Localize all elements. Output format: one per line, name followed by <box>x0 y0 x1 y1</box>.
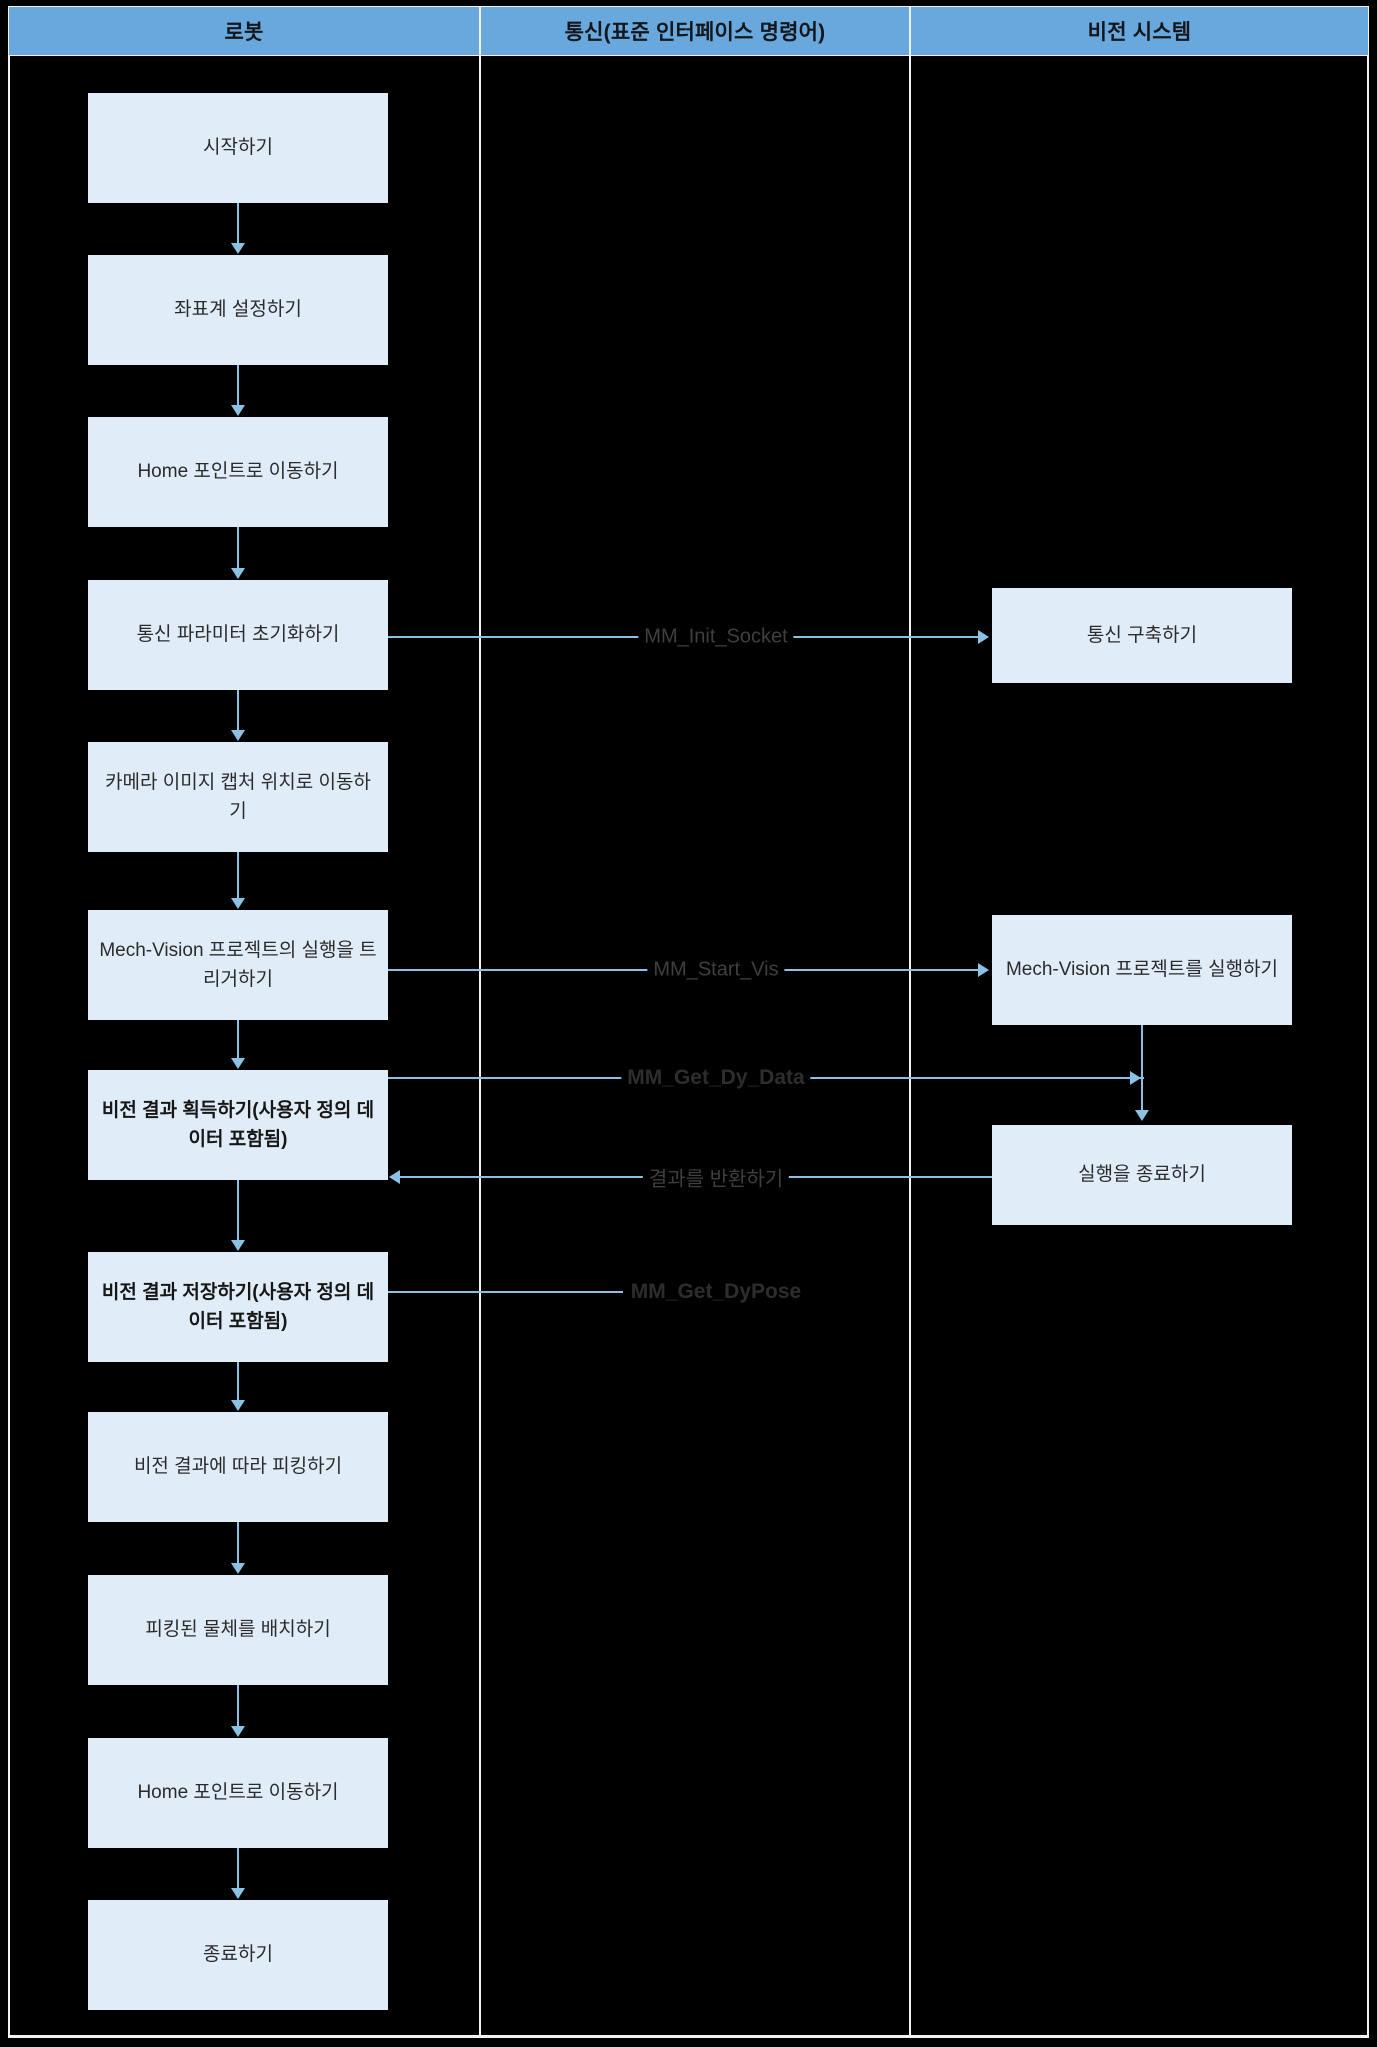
connector-start-to-setframe <box>237 203 239 244</box>
arrowhead-down <box>231 243 245 254</box>
node-end[interactable]: 종료하기 <box>88 1900 388 2010</box>
node-trigger-vision[interactable]: Mech-Vision 프로젝트의 실행을 트리거하기 <box>88 910 388 1020</box>
connector-initcomm-to-capture <box>237 690 239 731</box>
frame-right-edge <box>1367 6 1369 2038</box>
frame-left-edge <box>8 6 10 2038</box>
connector-trigger-to-getresult <box>237 1020 239 1059</box>
connector-runproject-to-finishrun <box>1141 1025 1143 1111</box>
node-save-result[interactable]: 비전 결과 저장하기(사용자 정의 데이터 포함됨) <box>88 1252 388 1362</box>
message-label-get-dy-data: MM_Get_Dy_Data <box>621 1066 811 1090</box>
connector-setframe-to-home1 <box>237 365 239 406</box>
arrowhead-right <box>1130 1071 1141 1085</box>
node-label: Home 포인트로 이동하기 <box>137 461 339 483</box>
message-line-get-dypose <box>388 1291 623 1293</box>
lane-title-vision: 비전 시스템 <box>1087 21 1192 44</box>
node-label: Home 포인트로 이동하기 <box>137 1782 339 1804</box>
arrowhead-right <box>978 963 989 977</box>
message-label-get-dypose: MM_Get_DyPose <box>624 1280 808 1304</box>
connector-saveresult-to-pick <box>237 1362 239 1401</box>
arrowhead-down <box>231 730 245 741</box>
message-label-return-result: 결과를 반환하기 <box>642 1162 790 1192</box>
arrowhead-down <box>231 568 245 579</box>
node-label: 카메라 이미지 캡처 위치로 이동하기 <box>105 771 371 822</box>
connector-capture-to-trigger <box>237 852 239 899</box>
lane-header-robot: 로봇 <box>8 6 480 56</box>
node-label: 종료하기 <box>203 1944 273 1966</box>
message-label-init-socket: MM_Init_Socket <box>638 625 794 649</box>
lane-title-comm: 통신(표준 인터페이스 명령어) <box>564 21 826 44</box>
lane-title-robot: 로봇 <box>224 21 264 44</box>
node-set-frame[interactable]: 좌표계 설정하기 <box>88 255 388 365</box>
node-label: Mech-Vision 프로젝트를 실행하기 <box>1005 959 1279 981</box>
node-label: 시작하기 <box>203 137 273 159</box>
connector-place-to-home2 <box>237 1685 239 1727</box>
node-move-home-2[interactable]: Home 포인트로 이동하기 <box>88 1738 388 1848</box>
node-label: 비전 결과 저장하기(사용자 정의 데이터 포함됨) <box>101 1281 375 1332</box>
node-label: 피킹된 물체를 배치하기 <box>145 1619 331 1641</box>
arrowhead-down <box>1135 1110 1149 1121</box>
node-get-result[interactable]: 비전 결과 획득하기(사용자 정의 데이터 포함됨) <box>88 1070 388 1180</box>
node-label: 비전 결과에 따라 피킹하기 <box>133 1456 343 1478</box>
node-move-capture[interactable]: 카메라 이미지 캡처 위치로 이동하기 <box>88 742 388 852</box>
arrowhead-down <box>231 1240 245 1251</box>
node-label: 비전 결과 획득하기(사용자 정의 데이터 포함됨) <box>101 1099 375 1150</box>
lane-header-vision: 비전 시스템 <box>910 6 1369 56</box>
node-init-comm[interactable]: 통신 파라미터 초기화하기 <box>88 580 388 690</box>
arrowhead-left <box>389 1170 400 1184</box>
node-build-comm[interactable]: 통신 구축하기 <box>992 588 1292 683</box>
node-label: 통신 파라미터 초기화하기 <box>136 624 340 646</box>
frame-bottom-edge <box>8 2035 1369 2038</box>
node-label: Mech-Vision 프로젝트의 실행을 트리거하기 <box>99 939 377 990</box>
connector-home2-to-end <box>237 1848 239 1889</box>
node-move-home-1[interactable]: Home 포인트로 이동하기 <box>88 417 388 527</box>
connector-getresult-to-saveresult <box>237 1180 239 1241</box>
node-start[interactable]: 시작하기 <box>88 93 388 203</box>
connector-pick-to-place <box>237 1522 239 1564</box>
arrowhead-down <box>231 1058 245 1069</box>
node-pick[interactable]: 비전 결과에 따라 피킹하기 <box>88 1412 388 1522</box>
message-label-start-vis: MM_Start_Vis <box>647 958 785 982</box>
lane-header-comm: 통신(표준 인터페이스 명령어) <box>480 6 910 56</box>
node-label: 통신 구축하기 <box>1086 624 1198 646</box>
lane-divider-robot-comm <box>479 56 481 2038</box>
node-run-project[interactable]: Mech-Vision 프로젝트를 실행하기 <box>992 915 1292 1025</box>
connector-home1-to-initcomm <box>237 527 239 569</box>
arrowhead-down <box>231 405 245 416</box>
node-label: 실행을 종료하기 <box>1078 1164 1206 1186</box>
node-label: 좌표계 설정하기 <box>174 299 302 321</box>
arrowhead-right <box>978 630 989 644</box>
arrowhead-down <box>231 1888 245 1899</box>
arrowhead-down <box>231 1726 245 1737</box>
node-finish-run[interactable]: 실행을 종료하기 <box>992 1125 1292 1225</box>
arrowhead-down <box>231 898 245 909</box>
lane-divider-comm-vision <box>909 56 911 2038</box>
arrowhead-down <box>231 1563 245 1574</box>
arrowhead-down <box>231 1400 245 1411</box>
node-place[interactable]: 피킹된 물체를 배치하기 <box>88 1575 388 1685</box>
